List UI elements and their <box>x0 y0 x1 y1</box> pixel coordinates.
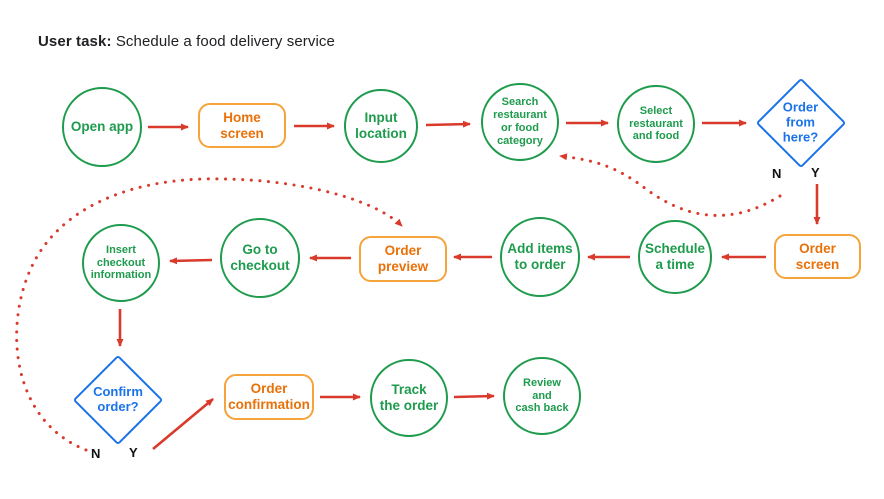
arrow-input-location-to-search-restaurant <box>425 120 471 128</box>
dotted-arrow-no-back-to-order-preview <box>15 177 404 452</box>
step-open-app-label: Open app <box>70 119 134 135</box>
arrow-go-checkout-to-insert-checkout <box>169 257 213 265</box>
screen-home-screen-label: Home screen <box>220 109 264 141</box>
dotted-arrow-no-back-to-search-restaurant <box>558 153 782 217</box>
step-select-restaurant: Select restaurant and food <box>617 85 695 163</box>
step-open-app: Open app <box>62 87 142 167</box>
step-insert-checkout: Insert checkout information <box>82 224 160 302</box>
step-insert-checkout-label: Insert checkout information <box>90 243 152 282</box>
page-title-prefix: User task: <box>38 33 112 50</box>
page-title: User task: Schedule a food delivery serv… <box>38 33 335 50</box>
screen-order-confirmation: Order confirmation <box>224 374 314 420</box>
step-input-location: Input location <box>344 89 418 163</box>
step-go-to-checkout: Go to checkout <box>220 218 300 298</box>
step-track-order: Track the order <box>370 359 448 437</box>
step-go-to-checkout-label: Go to checkout <box>230 242 290 273</box>
step-track-order-label: Track the order <box>379 382 439 413</box>
step-search-restaurant-label: Search restaurant or food category <box>493 96 547 147</box>
screen-order-preview-label: Order preview <box>377 243 429 274</box>
screen-order-confirmation-label: Order confirmation <box>228 381 310 412</box>
step-search-restaurant: Search restaurant or food category <box>481 83 559 161</box>
decision-order-from-here-label: Order from here? <box>783 99 819 145</box>
step-add-items: Add items to order <box>500 217 580 297</box>
arrow-track-order-to-review-cashback <box>453 392 495 400</box>
decision-confirm-order-label: Confirm order? <box>93 384 143 414</box>
step-schedule-time: Schedule a time <box>638 220 712 294</box>
screen-order-screen: Order screen <box>774 234 861 279</box>
step-input-location-label: Input location <box>355 110 407 141</box>
screen-order-screen-label: Order screen <box>795 240 840 272</box>
step-review-cashback-label: Review and cash back <box>515 376 569 415</box>
page-title-text: Schedule a food delivery service <box>111 33 335 50</box>
step-add-items-label: Add items to order <box>507 241 573 272</box>
branch-yes-label-order-from-here: Y <box>811 165 820 180</box>
step-review-cashback: Review and cash back <box>503 357 581 435</box>
arrow-yes-to-order-confirmation <box>152 398 214 450</box>
branch-no-label-confirm-order: N <box>91 446 101 461</box>
screen-home-screen: Home screen <box>198 103 286 148</box>
branch-no-label-order-from-here: N <box>772 166 782 181</box>
branch-yes-label-confirm-order: Y <box>129 445 138 460</box>
step-select-restaurant-label: Select restaurant and food <box>629 104 683 143</box>
screen-order-preview: Order preview <box>359 236 447 282</box>
step-schedule-time-label: Schedule a time <box>644 241 706 272</box>
